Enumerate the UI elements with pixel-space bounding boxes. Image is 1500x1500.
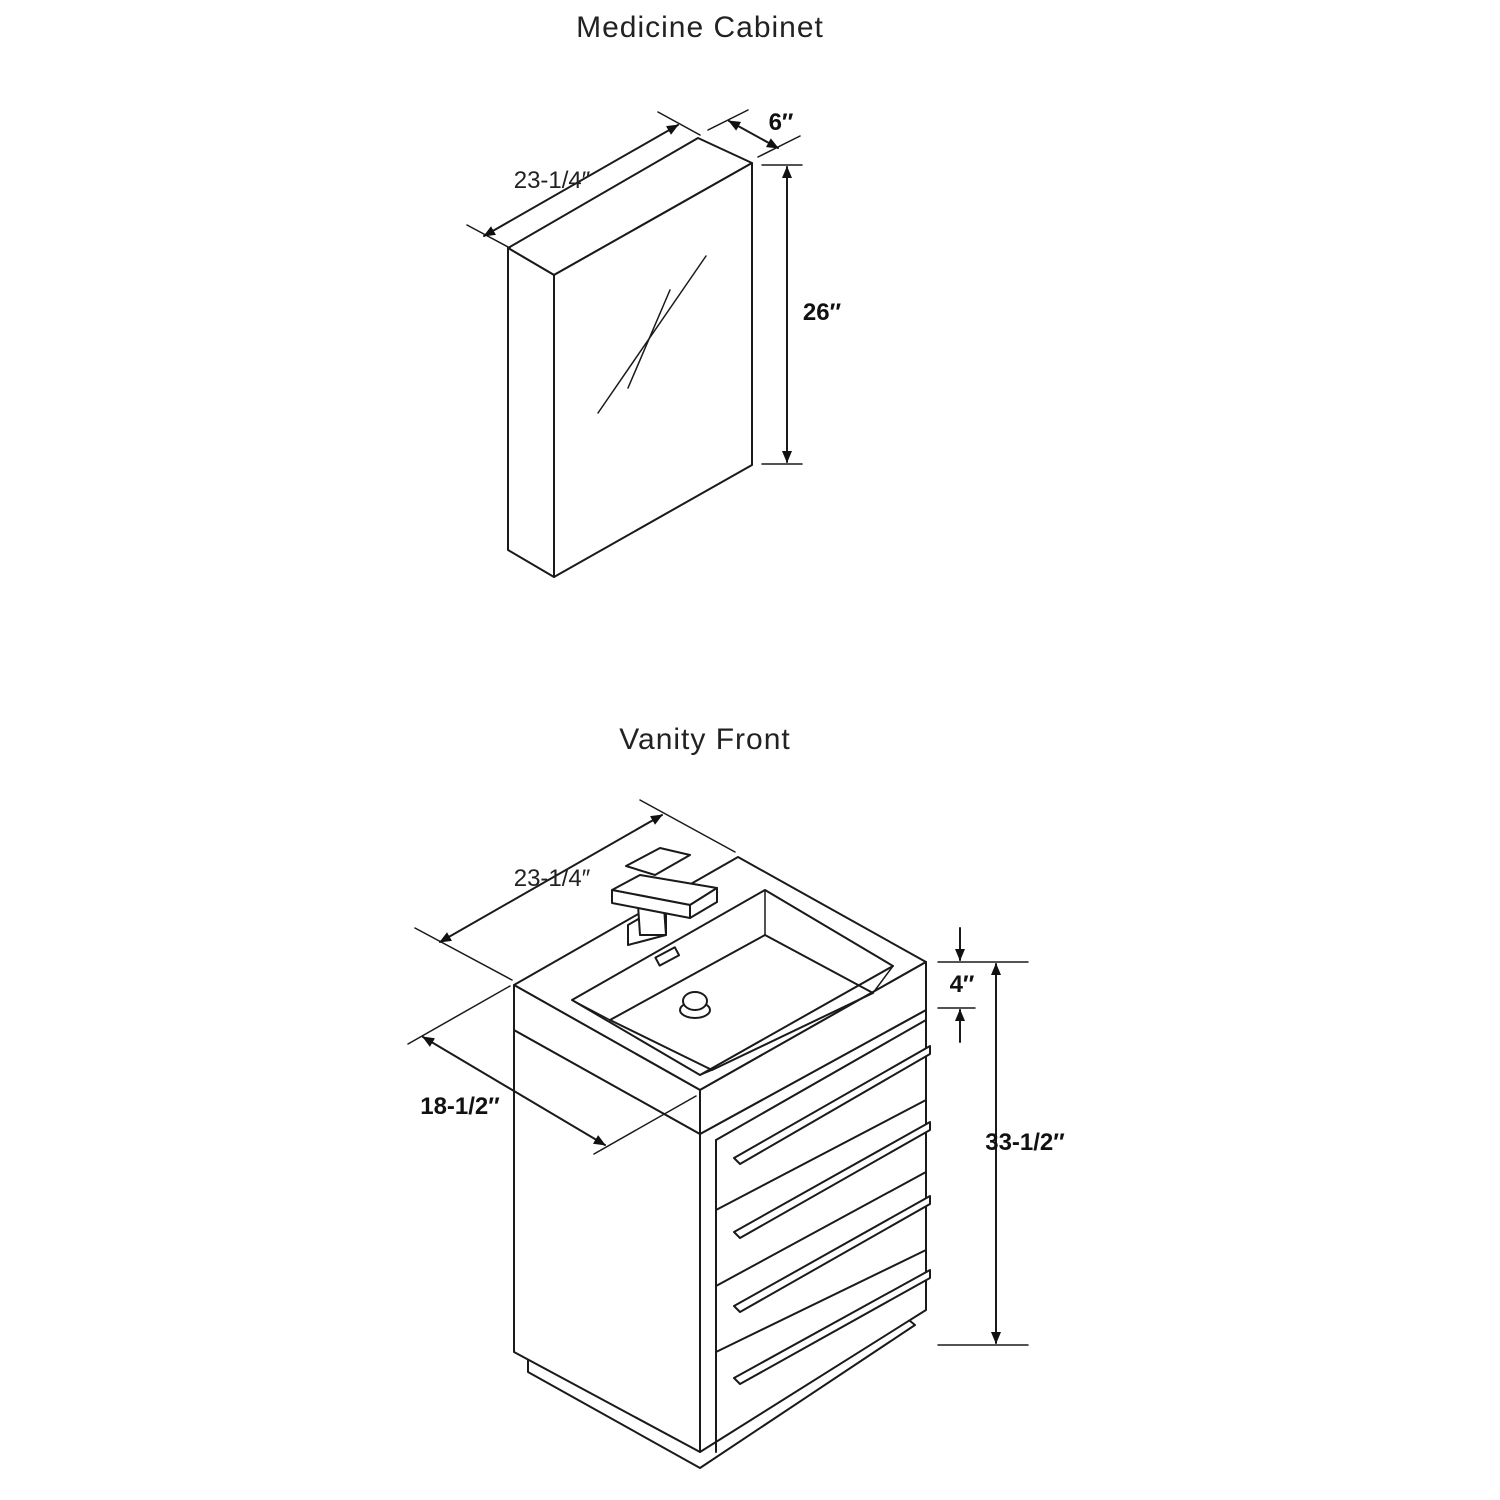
vanity-width-label: 23-1/4″ (514, 865, 591, 892)
cabinet-depth-dimension (707, 109, 801, 158)
cabinet-depth-label: 6″ (769, 109, 794, 136)
vanity-title: Vanity Front (619, 723, 791, 756)
vanity-height-label: 33-1/2″ (985, 1129, 1065, 1156)
cabinet-height-label: 26″ (803, 299, 842, 326)
vanity-drawing (513, 847, 931, 1469)
medicine-cabinet-drawing (507, 137, 753, 578)
vanity-top-thickness-label: 4″ (950, 971, 975, 998)
medicine-cabinet-title: Medicine Cabinet (576, 11, 824, 44)
vanity-height-dimension (937, 963, 1029, 1346)
vanity-depth-dimension (407, 985, 697, 1155)
vanity-width-dimension (414, 799, 736, 981)
cabinet-height-dimension (761, 164, 803, 465)
cabinet-width-dimension (466, 111, 701, 249)
vanity-depth-label: 18-1/2″ (420, 1093, 500, 1120)
vanity-top-thickness-dimension (937, 927, 1029, 1043)
cabinet-width-label: 23-1/4″ (514, 167, 591, 194)
